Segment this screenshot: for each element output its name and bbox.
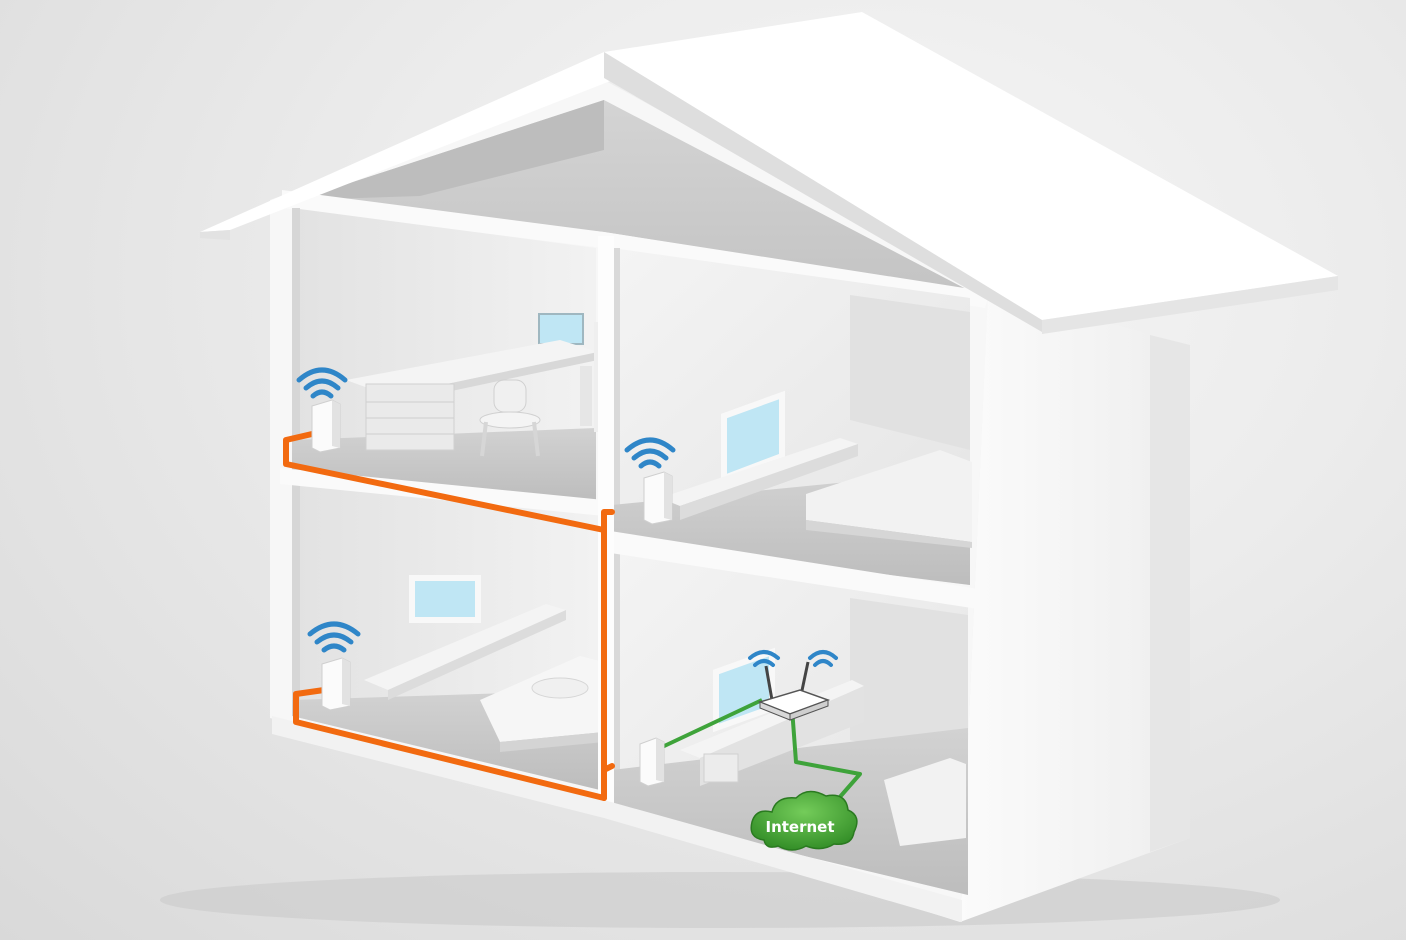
router-icon: [757, 661, 831, 721]
room-office: [292, 208, 606, 500]
room-living: [292, 478, 604, 790]
attic-ceiling-shade: [298, 100, 604, 200]
roof-right-underside: [604, 52, 1042, 332]
wifi-icon: [748, 650, 780, 667]
roof-right-edge: [1042, 276, 1338, 334]
house-base: [272, 716, 962, 922]
tv-icon: [721, 390, 785, 483]
roof-left-panel: [200, 52, 618, 232]
wifi-icon: [624, 437, 676, 469]
roof-right-panel: [604, 12, 1338, 320]
powerline-adapter-icon: [639, 737, 665, 787]
powerline-adapter-icon: [643, 471, 673, 525]
ground-shadow: [160, 872, 1280, 928]
powerline-cable: [283, 431, 615, 801]
wifi-icon: [307, 621, 361, 653]
tv-icon: [409, 575, 481, 623]
roof-left-edge: [200, 230, 230, 240]
wifi-icon: [808, 650, 838, 667]
floor-slab-right: [604, 530, 985, 610]
house-side-wall-shade: [1150, 335, 1190, 852]
powerline-adapter-icon: [321, 657, 351, 711]
internet-cloud-icon: Internet: [750, 790, 858, 851]
house-side-wall: [960, 290, 1190, 922]
powerline-adapter-icon: [311, 399, 341, 453]
wifi-icon: [296, 367, 348, 399]
room-bedroom: [612, 248, 972, 585]
internet-label: Internet: [765, 818, 834, 836]
